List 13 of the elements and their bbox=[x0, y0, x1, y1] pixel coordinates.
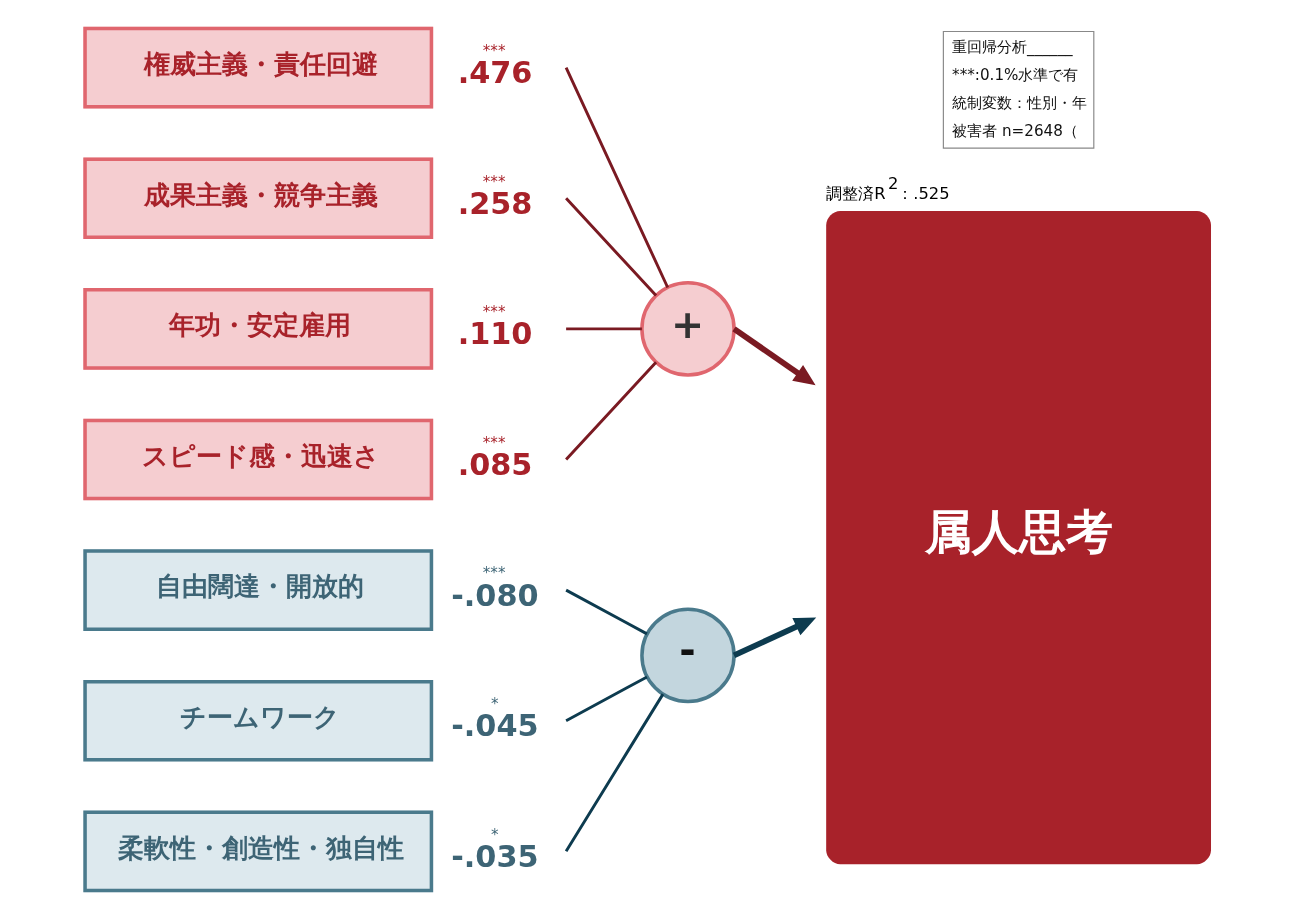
arrow bbox=[731, 326, 816, 386]
connector bbox=[564, 67, 669, 289]
arrow bbox=[732, 617, 816, 659]
connector bbox=[564, 361, 657, 461]
node-circle: - bbox=[639, 607, 736, 704]
connector bbox=[564, 693, 664, 853]
node-box: 重回帰分析______ ***:0.1%水準で有 統制変数：性別・年 被害者 n=2648（ bbox=[942, 30, 1094, 149]
node-box: 属人思考 bbox=[825, 211, 1211, 865]
connector bbox=[564, 197, 657, 297]
connector bbox=[565, 327, 642, 331]
node-circle: + bbox=[639, 281, 736, 377]
connector bbox=[564, 675, 648, 722]
connector bbox=[564, 588, 648, 636]
